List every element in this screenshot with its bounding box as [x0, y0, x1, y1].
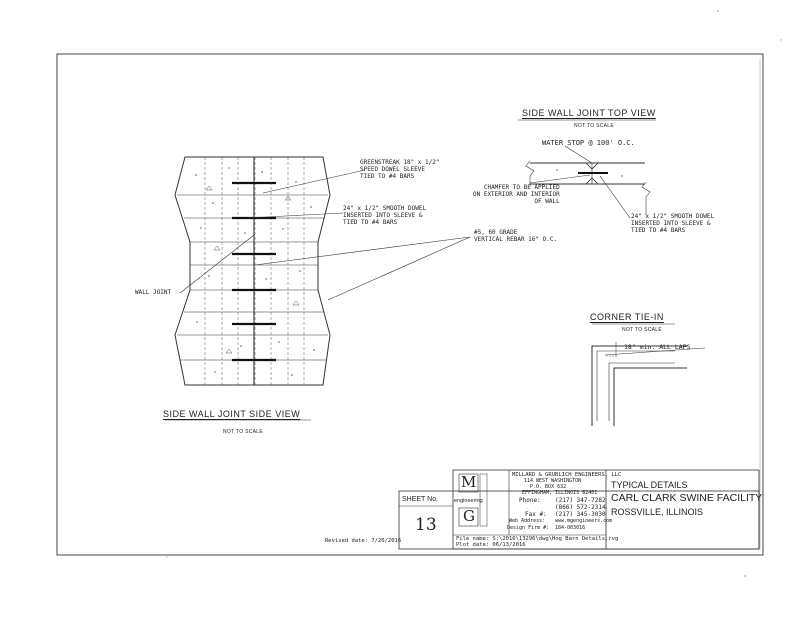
- corner-title: CORNER TIE-IN: [590, 312, 664, 322]
- logo-wordmark: engineering: [454, 498, 483, 504]
- firm-number: 184-003016: [555, 525, 586, 531]
- callout-line: #5, 60 GRADE: [474, 229, 518, 236]
- callout-line: TIED TO #4 BARS: [343, 219, 398, 226]
- firm-label: Design Firm #:: [507, 525, 550, 531]
- top-view-wall: [525, 145, 651, 219]
- project-location: ROSSVILLE, ILLINOIS: [611, 507, 704, 517]
- address-line: P.O. BOX 632: [530, 484, 567, 490]
- callout-laps: 18" min. ALL LAPS: [624, 343, 691, 351]
- address-line: 114 WEST WASHINGTON: [524, 478, 582, 484]
- callout-line: VERTICAL REBAR 16" O.C.: [474, 236, 558, 243]
- phone-number-2: (866) 572-2314: [555, 504, 606, 511]
- file-name: File name: S:\2016\13296\dwg\Hog Barn De…: [456, 536, 619, 542]
- callout-dowel-sleeve: GREENSTREAK 18" x 1/2" SPEED DOWEL SLEEV…: [360, 159, 439, 180]
- callout-line: GREENSTREAK 18" x 1/2": [360, 159, 440, 166]
- project-heading: TYPICAL DETAILS: [611, 480, 688, 490]
- plot-date: Plot date: 06/13/2016: [456, 542, 526, 548]
- company-name: MILLARD & GRUBLICH ENGINEERS, LLC: [512, 472, 622, 478]
- callout-line: 24" x 1/2" SMOOTH DOWEL: [343, 205, 427, 212]
- title-block-frame: [398, 469, 760, 550]
- callout-line: TIED TO #4 BARS: [360, 173, 415, 180]
- side-view-leaders: [165, 169, 471, 421]
- callout-line: 24" x 1/2" SMOOTH DOWEL: [631, 213, 715, 220]
- corner-tie-in-wall: [591, 323, 706, 426]
- address-line: EFFINGHAM, ILLINOIS 62401: [522, 490, 598, 496]
- revised-date: Revised date: 7/20/2016: [325, 538, 402, 544]
- callout-line: TIED TO #4 BARS: [631, 227, 686, 234]
- logo-mark-m: M: [461, 473, 477, 491]
- corner-scale-note: NOT TO SCALE: [622, 327, 663, 333]
- phone-number: (217) 347-7282: [555, 497, 606, 504]
- fax-number: (217) 345-3030: [555, 511, 606, 518]
- logo-mark-g: G: [463, 507, 475, 525]
- sheet-label: SHEET No.: [402, 496, 439, 503]
- web-label: Web Address:: [509, 518, 546, 524]
- callout-water-stop: WATER STOP @ 100' O.C.: [542, 139, 635, 147]
- callout-line: ON EXTERIOR AND INTERIOR: [473, 191, 560, 198]
- callout-line: OF WALL: [534, 198, 560, 205]
- callout-wall-joint: WALL JOINT: [135, 289, 172, 296]
- top-view-scale-note: NOT TO SCALE: [574, 123, 615, 129]
- side-view-wall: [174, 156, 331, 386]
- callout-line: INSERTED INTO SLEEVE &: [631, 220, 711, 227]
- callout-line: SPEED DOWEL SLEEVE: [360, 166, 426, 173]
- callout-top-dowel: 24" x 1/2" SMOOTH DOWEL INSERTED INTO SL…: [631, 213, 714, 234]
- side-view-scale-note: NOT TO SCALE: [223, 429, 264, 435]
- callout-chamfer: CHAMFER TO BE APPLIED ON EXTERIOR AND IN…: [473, 184, 560, 205]
- fax-label: Fax #:: [525, 511, 547, 518]
- callout-smooth-dowel: 24" x 1/2" SMOOTH DOWEL INSERTED INTO SL…: [343, 205, 426, 226]
- sheet-border: [56, 53, 764, 556]
- top-view-title: SIDE WALL JOINT TOP VIEW: [522, 108, 656, 118]
- phone-label: Phone:: [519, 497, 541, 504]
- web-address: www.mgengineers.com: [555, 518, 613, 524]
- callout-line: INSERTED INTO SLEEVE &: [343, 212, 423, 219]
- project-name: CARL CLARK SWINE FACILITY: [611, 492, 763, 504]
- callout-rebar: #5, 60 GRADE VERTICAL REBAR 16" O.C.: [474, 229, 557, 243]
- sheet-number: 13: [415, 515, 437, 535]
- company-info: MILLARD & GRUBLICH ENGINEERS, LLC 114 WE…: [512, 472, 621, 496]
- side-view-title: SIDE WALL JOINT SIDE VIEW: [163, 409, 301, 419]
- callout-line: CHAMFER TO BE APPLIED: [483, 184, 560, 191]
